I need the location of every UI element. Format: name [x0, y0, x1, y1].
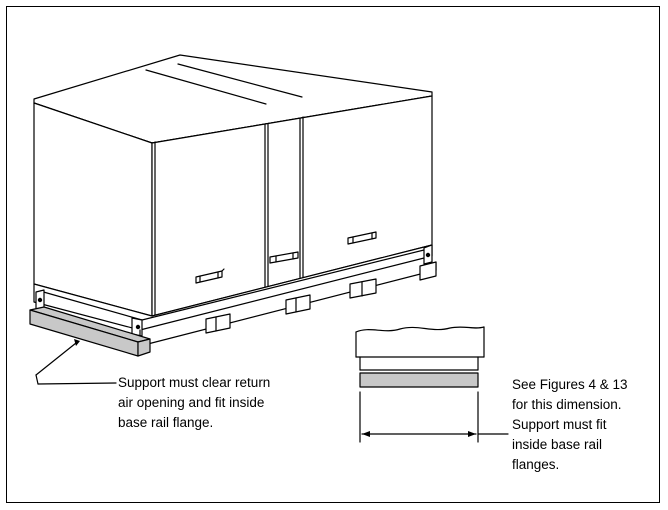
door-handle-right	[347, 231, 377, 245]
detail-section	[355, 326, 509, 443]
support-rail	[29, 306, 151, 357]
leader-left	[35, 339, 117, 385]
callout-support-clearance: Support must clear return air opening an…	[118, 375, 271, 430]
skids	[205, 261, 437, 334]
door-handle-middle	[269, 251, 299, 264]
detail-support-block	[359, 372, 479, 388]
packaged-unit	[33, 54, 433, 317]
callout-dimension-reference: See Figures 4 & 13 for this dimension. S…	[512, 377, 628, 472]
door-handle-left	[195, 268, 225, 284]
